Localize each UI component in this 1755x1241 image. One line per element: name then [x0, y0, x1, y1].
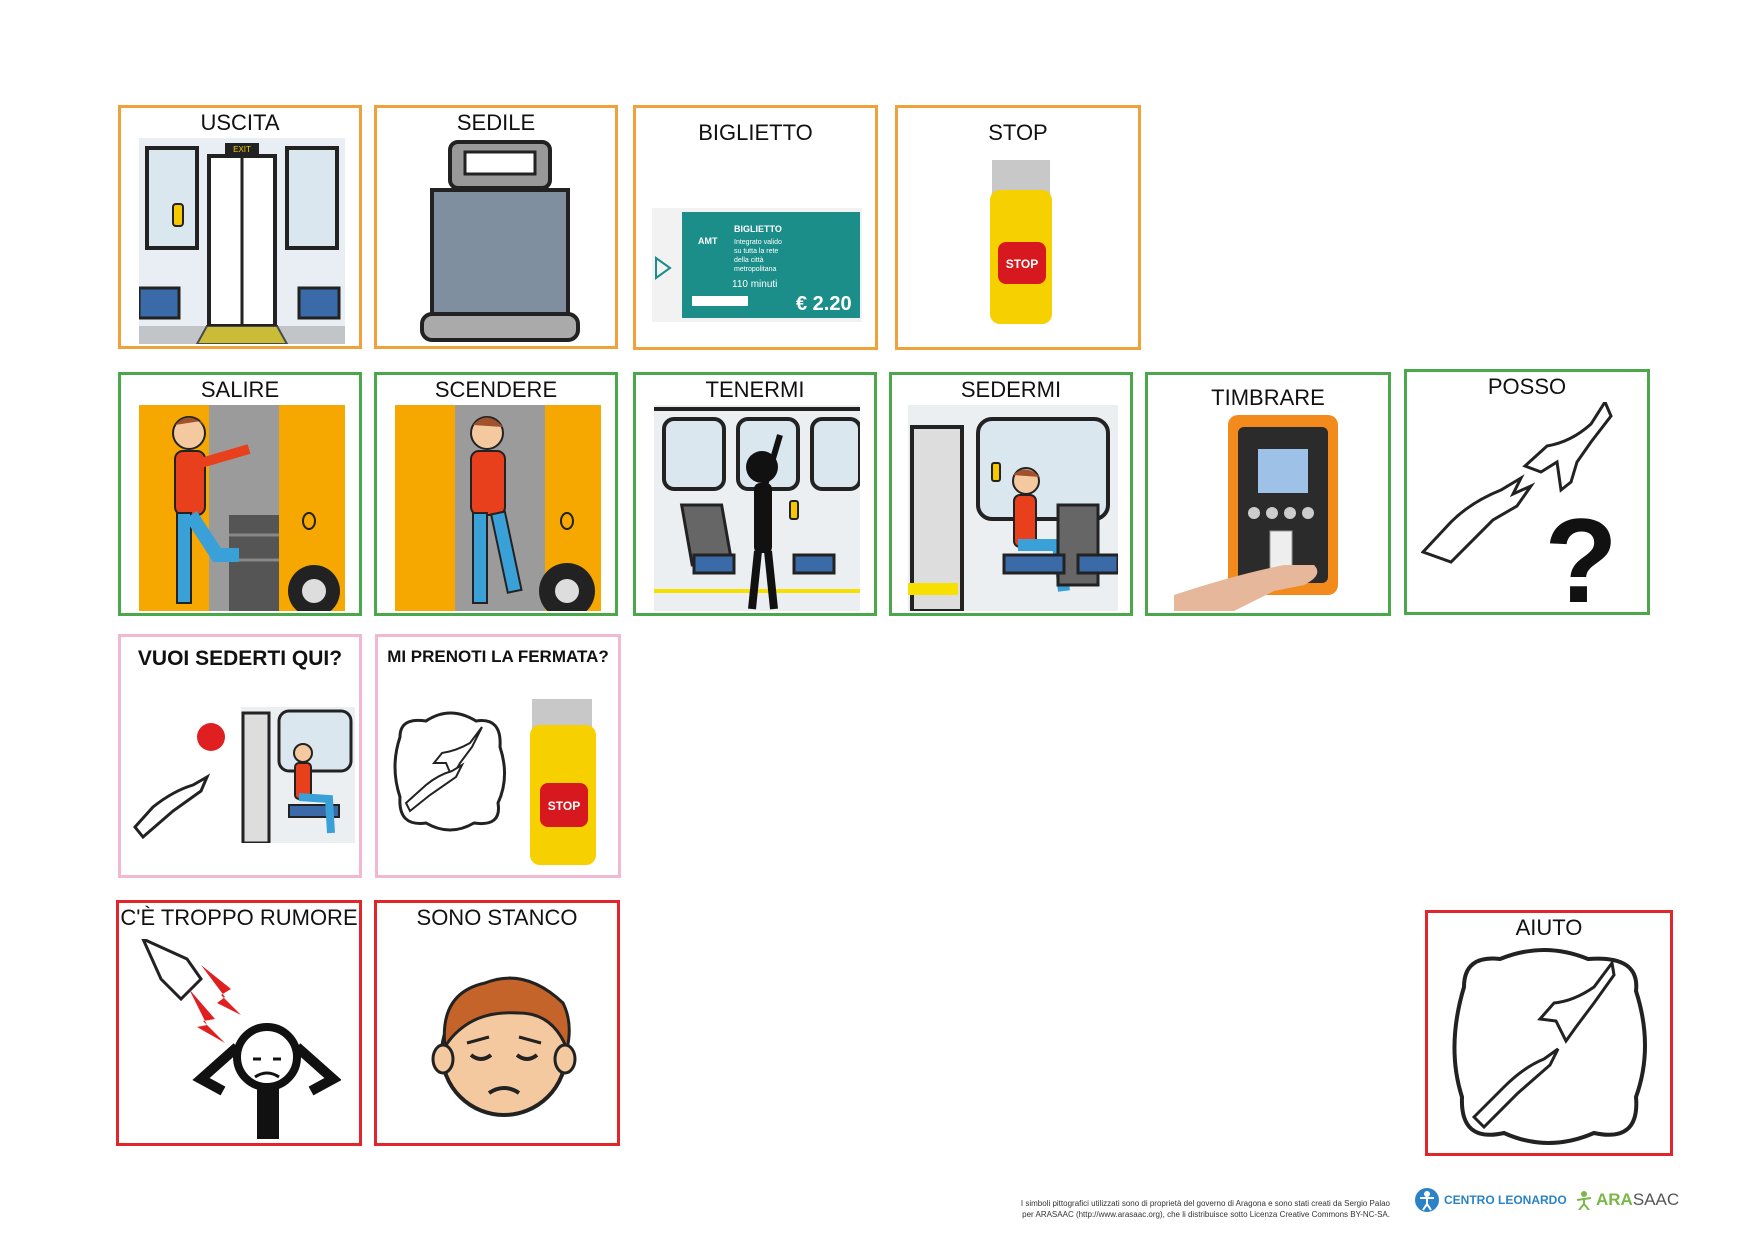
- card-posso[interactable]: POSSO ?: [1404, 369, 1650, 615]
- ticket-title: BIGLIETTO: [734, 224, 782, 234]
- svg-text:?: ?: [1544, 494, 1617, 612]
- ticket-desc-1: Integrato valido: [734, 239, 782, 246]
- ticket-desc-2: su tutta la rete: [734, 248, 778, 255]
- card-label: POSSO: [1487, 374, 1567, 399]
- ticket-desc-3: della città: [734, 257, 764, 264]
- ticket-validator-image: [1174, 415, 1338, 611]
- bus-exit-door-image: EXIT: [139, 138, 345, 344]
- arasaac-figure-icon: [1576, 1191, 1592, 1210]
- person-circle-icon: [1415, 1188, 1439, 1212]
- card-label: SEDERMI: [960, 377, 1062, 402]
- credits-line-2: per ARASAAC (http://www.arasaac.org), ch…: [1022, 1210, 1390, 1219]
- book-the-stop-image: STOP: [393, 699, 596, 865]
- too-noisy-image: [141, 939, 341, 1139]
- arasaac-text-ara: ARA: [1596, 1190, 1633, 1209]
- stop-button-text: STOP: [548, 799, 580, 813]
- tired-face-image: [431, 976, 577, 1117]
- card-label: TIMBRARE: [1211, 385, 1325, 410]
- hold-on-image: [654, 405, 860, 611]
- centro-leonardo-text: CENTRO LEONARDO: [1444, 1193, 1567, 1207]
- stop-button-text: STOP: [1006, 257, 1038, 271]
- card-label: TENERMI: [705, 377, 805, 402]
- card-label: C'È TROPPO RUMORE: [120, 905, 358, 930]
- card-biglietto[interactable]: BIGLIETTO BIGLIETTO AMT Integrato valido…: [633, 105, 878, 350]
- ticket-duration: 110 minuti: [732, 279, 777, 290]
- exit-sign-text: EXIT: [233, 145, 251, 154]
- card-sono-stanco[interactable]: SONO STANCO: [374, 900, 620, 1146]
- card-tenermi[interactable]: TENERMI: [633, 372, 877, 616]
- seat-image: [420, 140, 580, 342]
- card-mi-prenoti[interactable]: MI PRENOTI LA FERMATA? STOP: [375, 634, 621, 878]
- card-stop[interactable]: STOP STOP: [895, 105, 1141, 350]
- card-label: BIGLIETTO: [698, 120, 813, 145]
- credits-text: I simboli pittografici utilizzati sono d…: [990, 1198, 1390, 1220]
- card-uscita[interactable]: USCITA EXIT: [118, 105, 362, 349]
- ticket-desc-4: metropolitana: [734, 266, 777, 273]
- help-image: [1452, 948, 1647, 1145]
- card-vuoi-sederti[interactable]: VUOI SEDERTI QUI?: [118, 634, 362, 878]
- card-salire[interactable]: SALIRE: [118, 372, 362, 616]
- ticket-price: € 2.20: [796, 293, 852, 315]
- want-to-sit-image: [133, 707, 355, 843]
- card-sedile[interactable]: SEDILE: [374, 105, 618, 349]
- card-label: AIUTO: [1515, 915, 1583, 940]
- card-aiuto[interactable]: AIUTO: [1425, 910, 1673, 1156]
- card-timbrare[interactable]: TIMBRARE: [1145, 372, 1391, 616]
- card-sedermi[interactable]: SEDERMI: [889, 372, 1133, 616]
- card-label: USCITA: [200, 110, 280, 135]
- stop-button-image: STOP: [990, 160, 1052, 324]
- credits-line-1: I simboli pittografici utilizzati sono d…: [1020, 1199, 1390, 1208]
- card-label: SALIRE: [200, 377, 280, 402]
- card-label: MI PRENOTI LA FERMATA?: [387, 647, 609, 666]
- centro-leonardo-logo: CENTRO LEONARDO: [1414, 1186, 1567, 1214]
- card-label: VUOI SEDERTI QUI?: [137, 647, 343, 670]
- card-label: SONO STANCO: [416, 905, 578, 930]
- arasaac-text-saac: SAAC: [1632, 1190, 1680, 1209]
- card-label: SCENDERE: [434, 377, 558, 402]
- card-label: STOP: [988, 120, 1048, 145]
- card-troppo-rumore[interactable]: C'È TROPPO RUMORE: [116, 900, 362, 1146]
- ticket-image: BIGLIETTO AMT Integrato valido su tutta …: [652, 208, 862, 322]
- may-i-image: ?: [1421, 402, 1618, 612]
- ticket-brand: AMT: [698, 236, 718, 246]
- sit-down-image: [908, 405, 1118, 611]
- card-label: SEDILE: [456, 110, 536, 135]
- get-off-bus-image: [395, 405, 601, 611]
- card-scendere[interactable]: SCENDERE: [374, 372, 618, 616]
- get-on-bus-image: [139, 405, 345, 611]
